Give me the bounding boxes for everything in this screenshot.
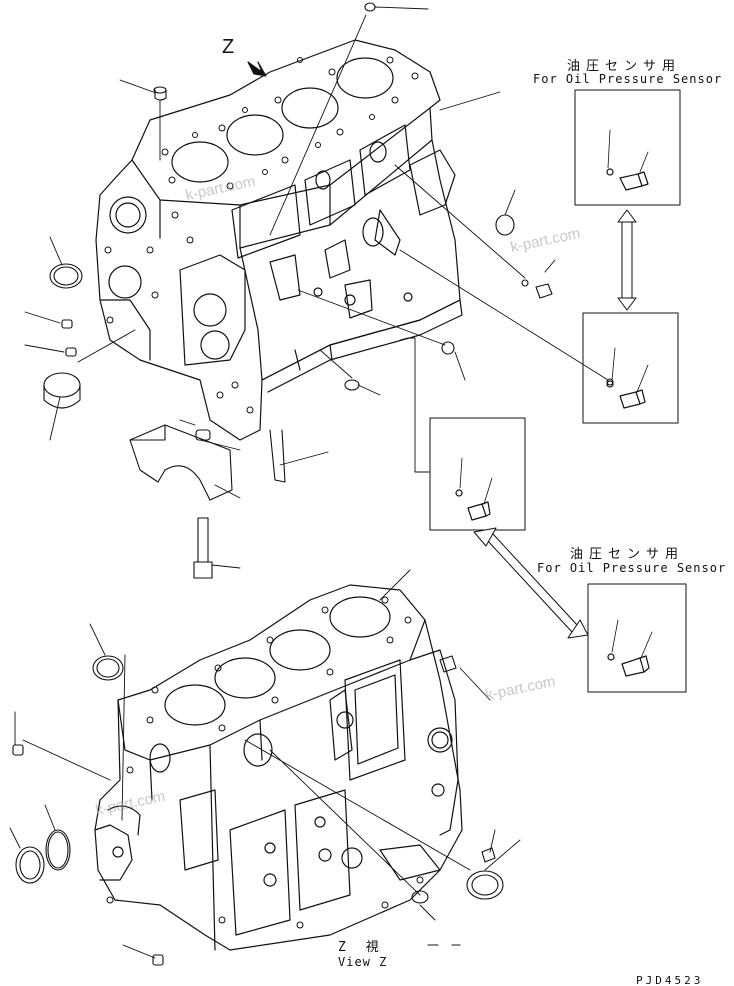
cylinder-bore <box>281 87 339 129</box>
o-ring <box>45 829 71 871</box>
sensor-detail-box-left <box>429 417 526 531</box>
lower-cylinder-block <box>94 584 463 951</box>
view-z-label-jp: Z 視 <box>338 940 385 955</box>
seal-ring <box>92 655 124 681</box>
cylinder-bore <box>269 629 331 671</box>
bushing <box>43 372 81 398</box>
upper-small-parts <box>43 2 614 579</box>
sensor-label-en-bottom: For Oil Pressure Sensor <box>537 561 727 575</box>
cap-bolt <box>197 517 209 563</box>
sensor-detail-box-mid <box>582 312 679 424</box>
seal-ring <box>15 846 45 884</box>
seal-ring <box>49 263 83 289</box>
bore-opening <box>109 196 147 234</box>
sensor-detail-box-bottom <box>587 583 687 693</box>
rear-opening <box>427 727 453 753</box>
sensor-label-jp-bottom: 油圧センサ用 <box>570 547 685 562</box>
bore-opening <box>108 265 142 299</box>
view-z-label-en: View Z <box>338 955 388 969</box>
lower-small-parts <box>12 655 504 966</box>
cylinder-bore <box>329 596 391 638</box>
plug <box>495 214 515 236</box>
sensor-detail-box-top <box>574 89 681 206</box>
view-z-marker: Z <box>222 36 235 58</box>
sensor-label-en-top: For Oil Pressure Sensor <box>533 72 723 86</box>
box-connectors <box>399 337 431 473</box>
sensor-label-jp-top: 油圧センサ用 <box>567 59 682 74</box>
seal-ring <box>466 870 504 900</box>
upper-cylinder-block <box>95 39 463 441</box>
drawing-code: PJD4523 <box>636 974 704 986</box>
cylinder-bore <box>226 114 284 156</box>
cylinder-bore <box>164 684 226 726</box>
bore-opening <box>193 293 227 327</box>
leader-lines <box>9 6 609 959</box>
double-arrow-diagonal <box>473 527 589 639</box>
cylinder-bore <box>171 141 229 183</box>
cylinder-bore <box>214 657 276 699</box>
bearing-cap <box>129 424 233 501</box>
view-z-arrow <box>247 61 267 77</box>
bore-opening <box>200 330 230 360</box>
double-arrow-vertical <box>617 209 637 311</box>
cylinder-bore <box>336 57 394 99</box>
